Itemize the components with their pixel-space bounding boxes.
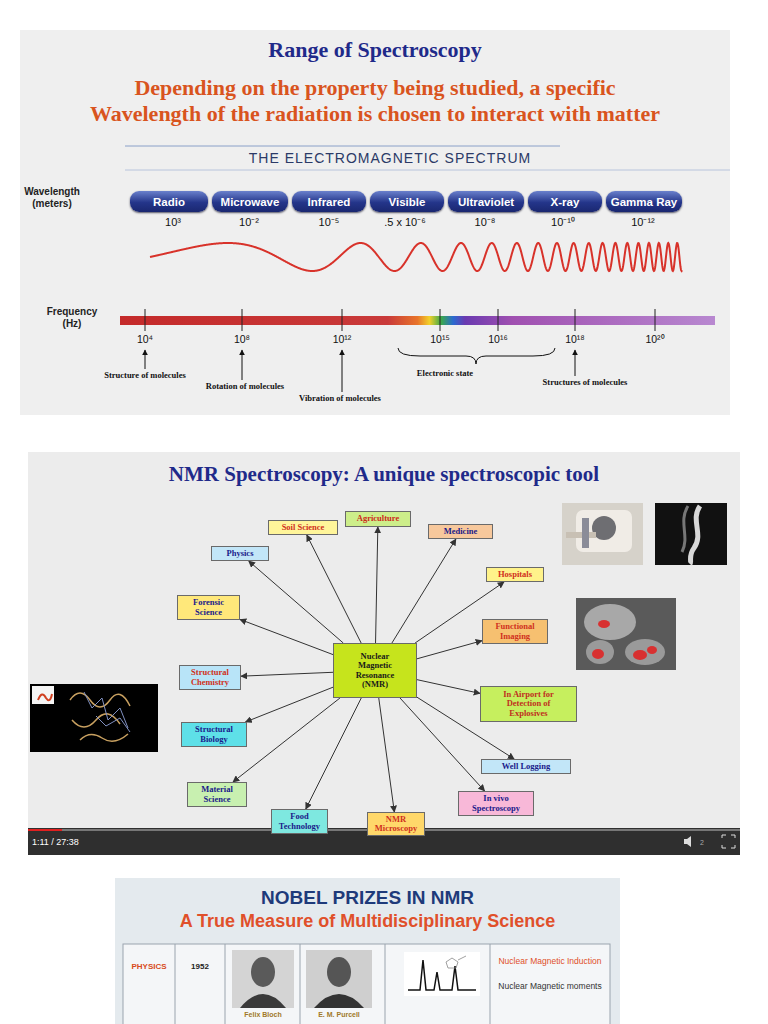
- band-name: Infrared: [308, 196, 351, 208]
- spectrum-band: X-ray: [528, 191, 602, 212]
- frequency-value: 10⁸: [212, 333, 272, 345]
- application-box: Physics: [211, 546, 269, 561]
- wavelength-value: 10⁻¹⁰: [528, 216, 598, 229]
- frequency-value: 10⁴: [115, 333, 175, 345]
- slide-panel: NMR Spectroscopy: A unique spectroscopic…: [28, 452, 740, 855]
- box-label: Agriculture: [357, 514, 399, 523]
- wavelength-value: 10⁻⁸: [450, 216, 520, 229]
- wavelength-value: 10⁻¹²: [608, 216, 678, 229]
- box-label: In Airport for Detection of Explosives: [497, 690, 560, 718]
- application-box: Material Science: [187, 782, 247, 807]
- box-label: In vivo Spectroscopy: [462, 794, 530, 813]
- slide-subtitle: A True Measure of Multidisciplinary Scie…: [115, 911, 620, 932]
- band-name: Microwave: [221, 196, 280, 208]
- application-box: NMR Microscopy: [367, 812, 425, 836]
- application-box: In vivo Spectroscopy: [458, 791, 534, 816]
- spectrum-band: Microwave: [212, 191, 288, 212]
- band-name: Radio: [153, 196, 185, 208]
- application-box: Food Technology: [271, 809, 328, 834]
- box-label: Well Logging: [502, 762, 550, 771]
- slide-subtitle: Depending on the property being studied,…: [82, 75, 668, 128]
- frequency-value: 10¹⁶: [468, 333, 528, 345]
- box-label: Hospitals: [498, 570, 532, 579]
- photo-caption: Felix Bloch: [227, 1011, 299, 1019]
- frequency-value: 10¹⁸: [545, 333, 605, 345]
- annotation: Rotation of molecules: [175, 382, 315, 392]
- wavelength-value: .5 x 10⁻⁶: [370, 216, 440, 229]
- table-cell: 1952: [176, 962, 224, 971]
- box-label: Physics: [227, 549, 254, 558]
- box-label: Soil Science: [282, 523, 325, 532]
- annotation: Structure of molecules: [75, 371, 215, 381]
- spectrum-band: Ultraviolet: [448, 191, 524, 212]
- band-name: Ultraviolet: [458, 196, 514, 208]
- spectrum-band: Visible: [370, 191, 444, 212]
- box-label: NMR Microscopy: [371, 815, 421, 834]
- box-label: Material Science: [191, 785, 243, 804]
- application-box: Hospitals: [486, 567, 544, 582]
- box-label: Food Technology: [275, 812, 324, 831]
- band-name: Visible: [389, 196, 426, 208]
- slide-panel: Range of SpectroscopyDepending on the pr…: [20, 30, 730, 415]
- axis-label: Wavelength (meters): [16, 186, 88, 209]
- wavelength-value: 10³: [138, 216, 208, 229]
- slide-panel: NOBEL PRIZES IN NMRA True Measure of Mul…: [115, 878, 620, 1024]
- slide-title: NMR Spectroscopy: A unique spectroscopic…: [28, 462, 740, 487]
- spectrum-band: Radio: [130, 191, 208, 212]
- box-label: Nuclear Magnetic Resonance (NMR): [348, 652, 402, 689]
- band-name: X-ray: [551, 196, 580, 208]
- box-label: Forensic Science: [181, 598, 236, 617]
- annotation: Structures of molecules: [515, 378, 655, 388]
- application-box: Forensic Science: [177, 595, 240, 620]
- table-cell: Nuclear Magnetic Induction: [498, 957, 602, 967]
- table-cell: Nuclear Magnetic moments: [498, 982, 602, 992]
- frequency-value: 10²⁰: [625, 333, 685, 345]
- axis-label: Frequency (Hz): [41, 306, 103, 329]
- slide-title: NOBEL PRIZES IN NMR: [115, 887, 620, 909]
- application-box: Medicine: [428, 524, 493, 539]
- slide-title: Range of Spectroscopy: [20, 37, 730, 63]
- table-cell: PHYSICS: [124, 962, 174, 971]
- annotation: Electronic state: [385, 369, 505, 379]
- band-name: Gamma Ray: [611, 196, 677, 208]
- wavelength-value: 10⁻⁵: [294, 216, 364, 229]
- video-time: 1:11 / 27:38: [32, 837, 132, 847]
- box-label: Structural Biology: [185, 725, 243, 744]
- application-box: Agriculture: [345, 511, 411, 527]
- application-box: Structural Chemistry: [179, 665, 241, 690]
- photo-caption: E. M. Purcell: [301, 1011, 377, 1019]
- application-box: Structural Biology: [181, 722, 247, 747]
- box-label: Structural Chemistry: [183, 668, 237, 687]
- frequency-value: 10¹²: [312, 333, 372, 345]
- annotation: Vibration of molecules: [270, 394, 410, 404]
- slide-number: 2: [696, 839, 708, 847]
- frequency-value: 10¹⁵: [410, 333, 470, 345]
- spectrum-band: Gamma Ray: [606, 191, 682, 212]
- box-label: Medicine: [444, 527, 478, 536]
- wavelength-value: 10⁻²: [214, 216, 284, 229]
- application-box: Soil Science: [268, 520, 338, 535]
- application-box: Functional Imaging: [482, 619, 548, 644]
- application-box: In Airport for Detection of Explosives: [480, 686, 577, 722]
- application-box: Well Logging: [481, 759, 571, 774]
- box-label: Functional Imaging: [486, 622, 544, 641]
- spectrum-band: Infrared: [292, 191, 366, 212]
- spectrum-heading: THE ELECTROMAGNETIC SPECTRUM: [190, 150, 590, 166]
- hub-box: Nuclear Magnetic Resonance (NMR): [333, 643, 417, 698]
